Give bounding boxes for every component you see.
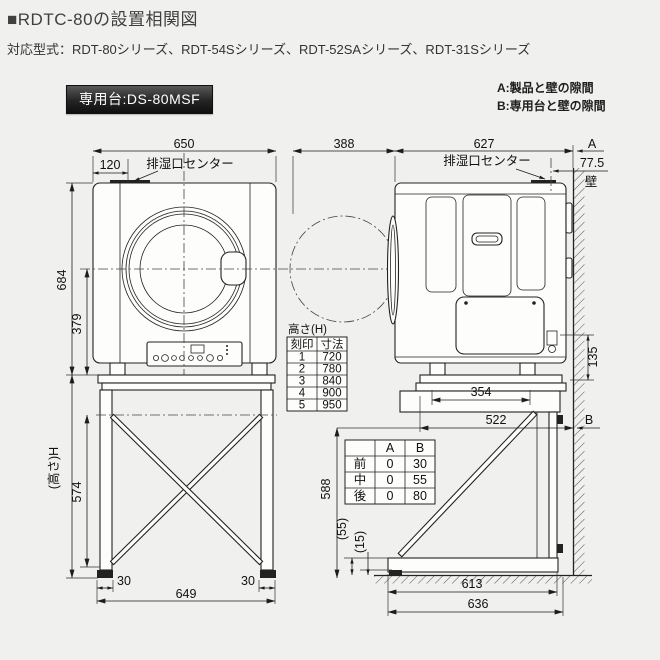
dim-30-left: 30 — [117, 574, 131, 588]
height-table-cell: 3 — [299, 376, 305, 388]
front-exhaust-label: 排湿口センター — [146, 156, 234, 171]
compatible-models: 対応型式：RDT-80シリーズ、RDT-54Sシリーズ、RDT-52SAシリーズ… — [7, 42, 531, 57]
dim-650: 650 — [174, 137, 195, 151]
page-title: ■RDTC-80の設置相関図 — [7, 10, 199, 29]
gap-table-cell: 80 — [413, 489, 427, 503]
dim-77-5: 77.5 — [580, 156, 604, 170]
dim-388: 388 — [334, 137, 355, 151]
gap-table-cell: 0 — [387, 457, 394, 471]
gap-table-header-b: B — [416, 441, 424, 455]
gap-table-cell: 中 — [354, 472, 367, 487]
side-exhaust-label: 排湿口センター — [443, 153, 531, 168]
dimensions-side: 135 354 522 B 588 (55) (15) 613 636 — [319, 334, 600, 616]
height-table-cell: 780 — [322, 364, 341, 376]
gap-table-cell: 0 — [387, 473, 394, 487]
dimensions-left: 684 379 (高さ)H 574 — [46, 182, 100, 579]
gap-table-cell: 30 — [413, 457, 427, 471]
stand-foot-pad-right — [260, 570, 276, 578]
dim-649: 649 — [176, 587, 197, 601]
dim-627: 627 — [474, 137, 495, 151]
height-table-header-size: 寸法 — [321, 337, 344, 351]
dim-354: 354 — [471, 385, 492, 399]
stand-foot-pad-left — [97, 570, 113, 578]
dim-588: 588 — [319, 479, 333, 500]
side-handle — [471, 232, 503, 246]
dim-613: 613 — [462, 577, 483, 591]
door-handle — [220, 251, 247, 286]
dim-379: 379 — [70, 314, 84, 335]
exhaust-port-mark-side — [531, 180, 556, 184]
height-table-cell: 720 — [322, 352, 341, 364]
front-view-dryer — [80, 153, 398, 380]
wall-and-floor — [374, 168, 592, 584]
exhaust-port-mark — [110, 180, 150, 184]
stand-base — [387, 557, 559, 573]
gap-legend: A:製品と壁の隙間 B:専用台と壁の隙間 — [497, 79, 606, 115]
height-table: 高さ(H) 刻印 寸法 1 720 2 780 3 840 4 900 5 95… — [286, 322, 348, 412]
floor-hatch — [374, 575, 592, 584]
control-panel — [146, 341, 243, 367]
side-foot-front — [429, 362, 446, 376]
side-panel-2 — [462, 194, 512, 297]
display — [190, 344, 205, 354]
gap-table-header-a: A — [386, 441, 395, 455]
stand-top-plate — [97, 374, 276, 384]
wall-bracket-upper — [557, 415, 563, 424]
height-table-cell: 2 — [299, 364, 305, 376]
dim-15: (15) — [353, 531, 367, 553]
side-door-edge — [386, 215, 400, 325]
height-table-cell: 5 — [299, 400, 305, 412]
height-table-cell: 840 — [322, 376, 341, 388]
diagonal-brace — [397, 410, 538, 558]
height-table-cell: 1 — [299, 352, 305, 364]
dim-684: 684 — [55, 270, 69, 291]
dimensions-bottom-left: 30 30 649 — [96, 574, 276, 604]
stand-model-badge: 専用台:DS-80MSF — [66, 85, 214, 114]
stand-leg-left — [99, 389, 113, 571]
dryer-foot-left — [109, 362, 126, 376]
wall-hatch — [573, 168, 585, 576]
dim-574: 574 — [70, 482, 84, 503]
dim-120: 120 — [100, 158, 121, 172]
height-table-title: 高さ(H) — [288, 322, 327, 336]
cross-brace — [109, 413, 264, 566]
stand-leg-right — [260, 389, 274, 571]
dim-135: 135 — [586, 347, 600, 368]
gap-legend-b: B:専用台と壁の隙間 — [497, 99, 606, 113]
gap-table-cell: 前 — [354, 456, 367, 471]
dim-636: 636 — [468, 597, 489, 611]
gap-table-cell: 55 — [413, 473, 427, 487]
front-view-stand — [96, 374, 277, 578]
wall-label: 壁 — [585, 174, 598, 189]
back-bump-lower — [565, 257, 573, 279]
side-panel-3 — [516, 196, 546, 291]
side-foot-rear — [519, 362, 536, 376]
back-bump-upper — [565, 202, 573, 234]
height-table-cell: 4 — [299, 388, 306, 400]
dimensions-top: 650 120 排湿口センター 388 627 A 排湿口センター 77.5 壁 — [92, 137, 608, 214]
base-foot-pad — [389, 570, 402, 575]
dryer-foot-right — [251, 362, 268, 376]
dim-55: (55) — [335, 518, 349, 540]
dim-522: 522 — [486, 413, 507, 427]
access-panel — [455, 296, 545, 355]
side-panel-1 — [425, 196, 457, 293]
gas-valve — [546, 330, 558, 346]
stand-back-leg — [548, 411, 558, 559]
side-view-dryer — [289, 158, 573, 376]
height-table-cell: 950 — [322, 400, 341, 412]
height-table-cell: 900 — [322, 388, 341, 400]
dim-30-right: 30 — [241, 574, 255, 588]
gap-table: A B 前 0 30 中 0 55 後 0 80 — [344, 439, 436, 505]
gap-table-cell: 後 — [354, 489, 367, 503]
gap-table-cell: 0 — [387, 489, 394, 503]
gap-legend-a: A:製品と壁の隙間 — [497, 81, 594, 95]
dim-stand-height-h: (高さ)H — [46, 447, 61, 489]
dim-gap-b: B — [585, 413, 593, 427]
height-table-header-mark: 刻印 — [291, 337, 314, 351]
wall-bracket-lower — [557, 544, 563, 553]
dim-gap-a: A — [588, 137, 597, 151]
